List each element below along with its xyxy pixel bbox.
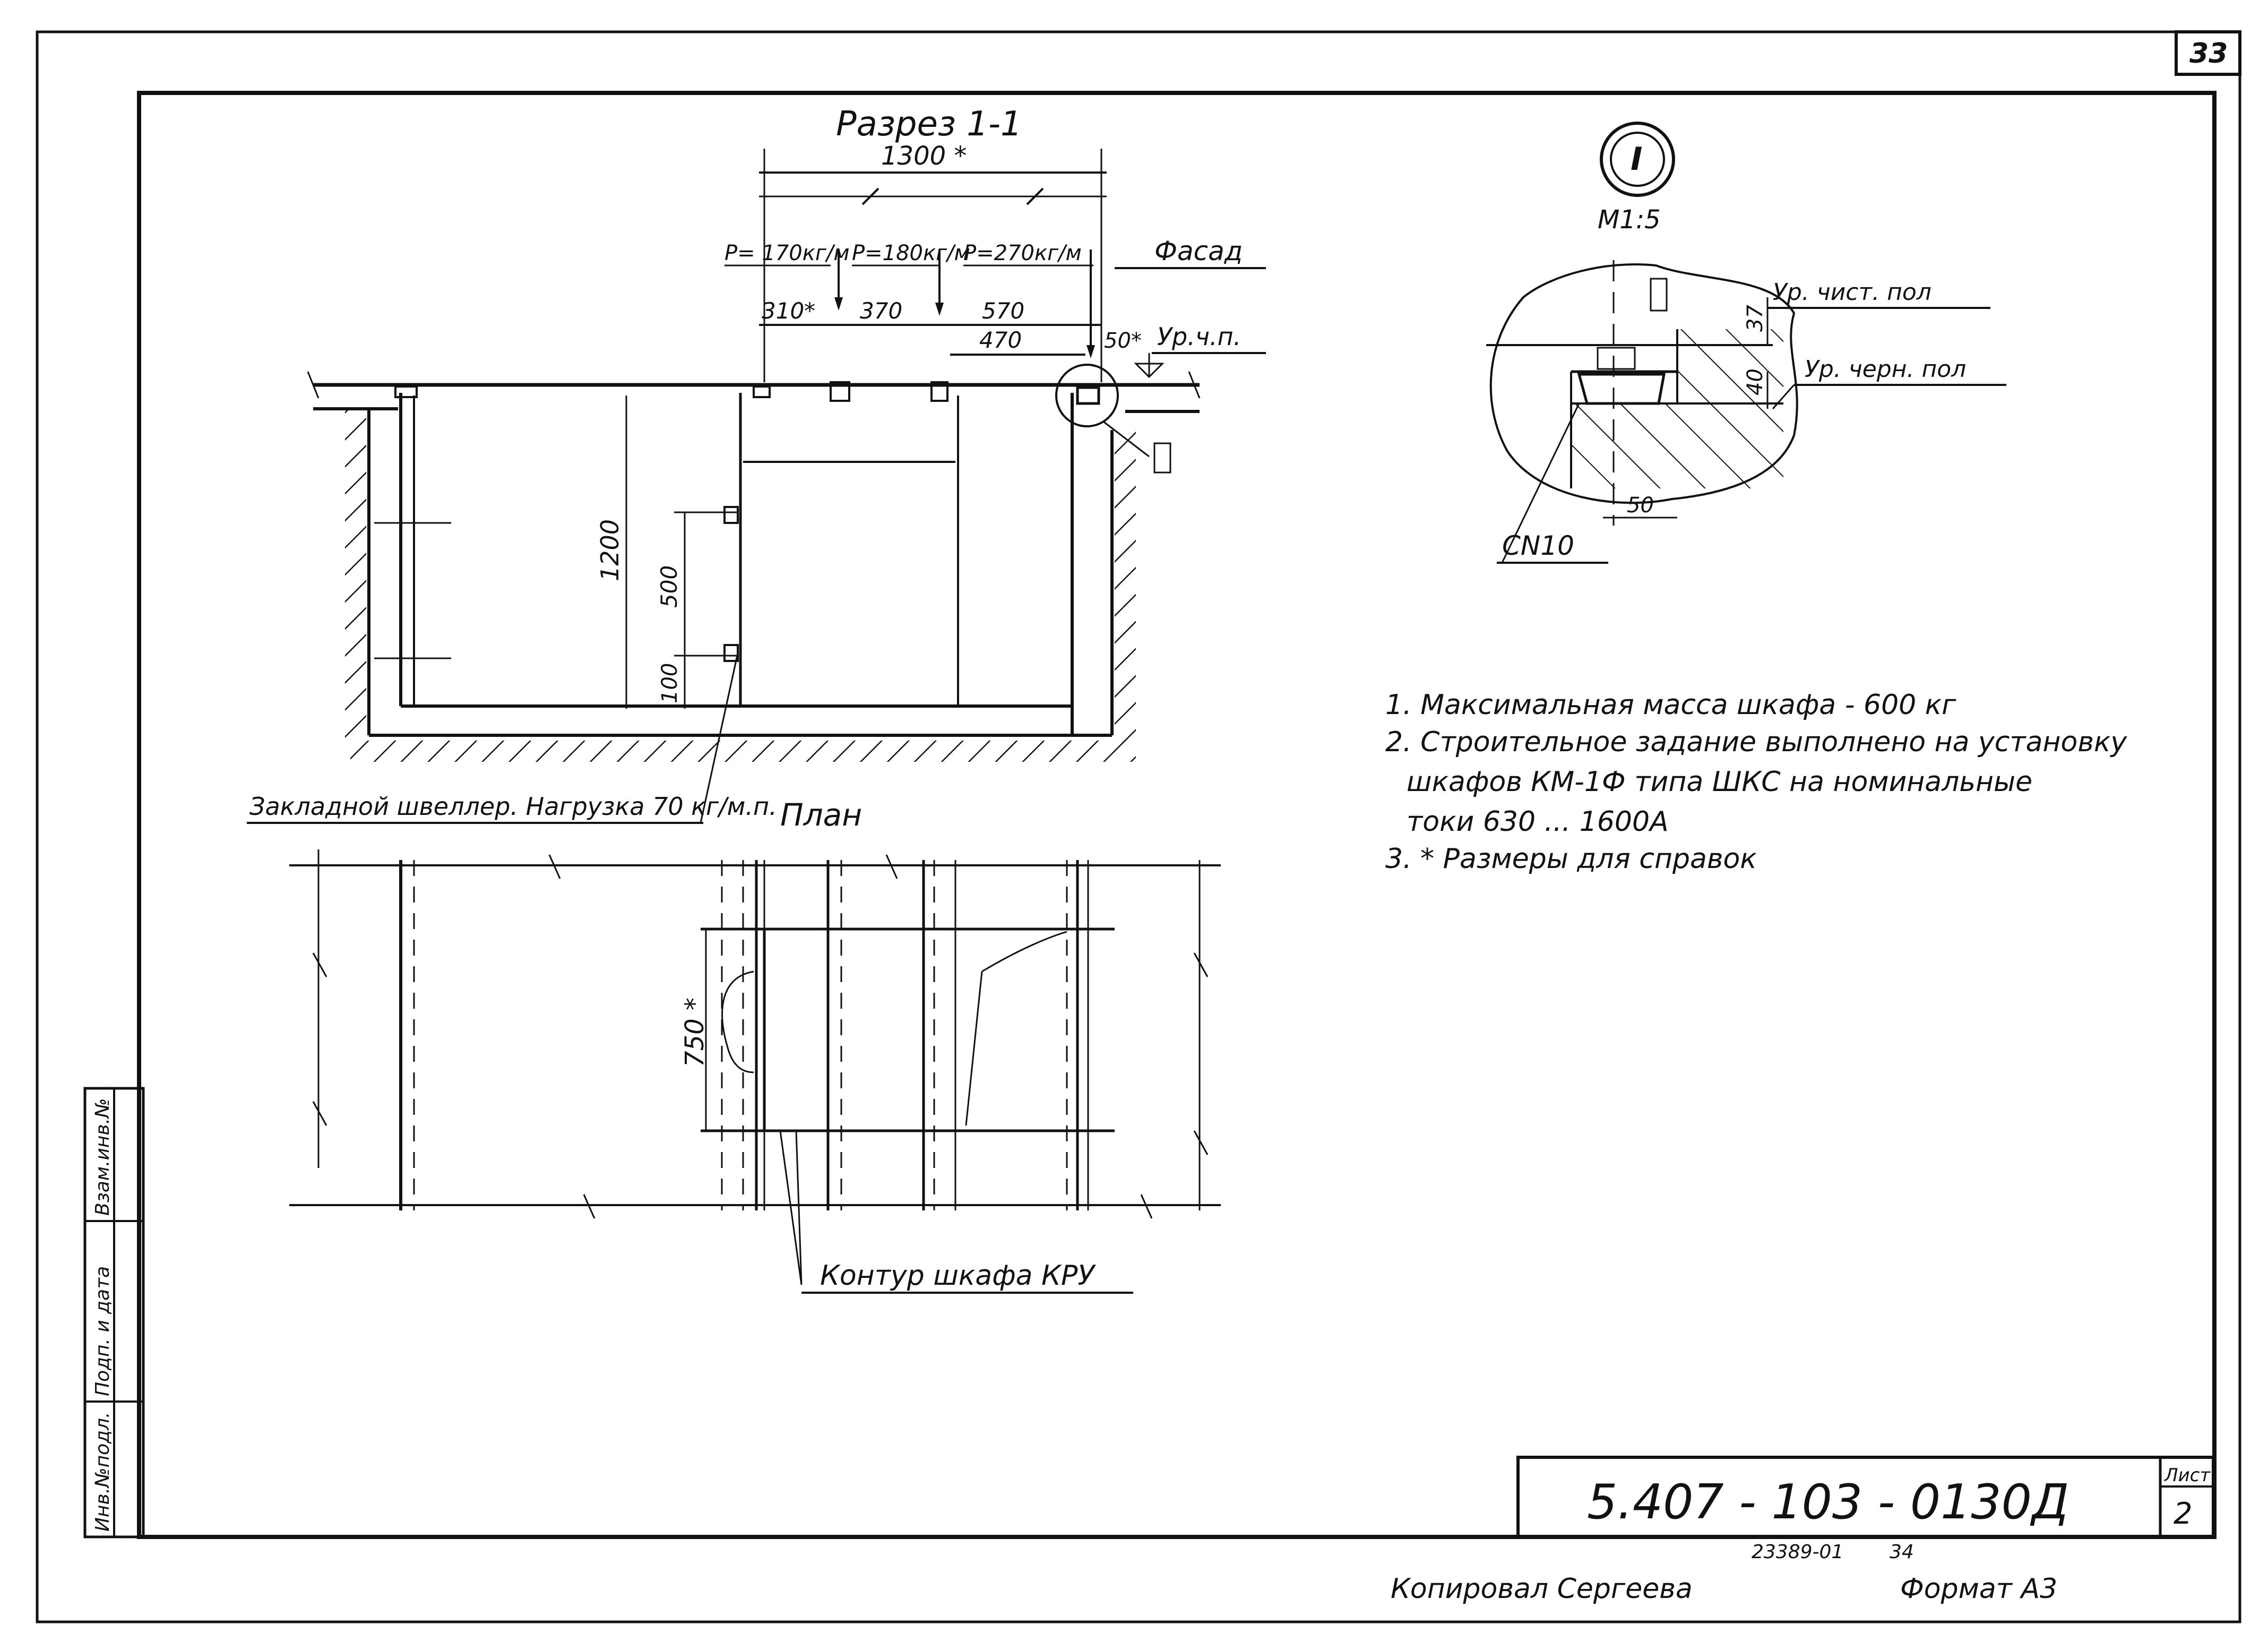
page-number: 33 bbox=[2189, 38, 2228, 70]
stamp-replace-inv: Взам.инв.№ bbox=[92, 1098, 114, 1216]
plan-view: 750 * bbox=[289, 849, 1221, 1219]
format-label: Формат А3 bbox=[1900, 1573, 2057, 1605]
sheet-label: Лист bbox=[2163, 1465, 2211, 1486]
embedded-channel-text: Закладной швеллер. Нагрузка 70 кг/м.п. bbox=[249, 792, 777, 821]
vertical-dimensions: 1200 500 100 bbox=[596, 396, 739, 709]
note-2-cont-1: шкафов КМ-1Ф типа ШКС на номинальные bbox=[1407, 766, 2032, 798]
channel-label: СN10 bbox=[1502, 530, 1574, 561]
notes: 1. Максимальная масса шкафа - 600 кг 2. … bbox=[1385, 689, 2127, 875]
section-overall-dim: 1300 * bbox=[881, 141, 967, 171]
load-label-3: Р=270кг/м bbox=[963, 241, 1082, 265]
detail-labels: Ур. чист. пол Ур. черн. пол СN10 bbox=[1497, 279, 2006, 564]
load-label-2: Р=180кг/м bbox=[852, 241, 970, 265]
sheet-frame bbox=[36, 30, 2241, 1623]
detail-drawing: 37 40 50 bbox=[1486, 260, 1798, 526]
dim-470: 470 bbox=[979, 327, 1022, 353]
rough-floor-label: Ур. черн. пол bbox=[1805, 356, 1966, 383]
cable-pit-section bbox=[307, 364, 1201, 762]
dim-570: 570 bbox=[982, 298, 1024, 324]
dim-750: 750 * bbox=[680, 998, 710, 1067]
dim-310: 310* bbox=[762, 298, 815, 324]
archive-number: 23389-01 bbox=[1752, 1541, 1843, 1563]
clean-floor-label: Ур. чист. пол bbox=[1773, 279, 1931, 306]
detail-dim-37: 37 bbox=[1743, 305, 1767, 332]
detail-mark: I bbox=[1600, 122, 1675, 197]
height-100: 100 bbox=[658, 663, 682, 703]
scale-label: М1:5 bbox=[1598, 205, 1661, 235]
embedded-channel-label: Закладной швеллер. Нагрузка 70 кг/м.п. bbox=[247, 652, 777, 824]
dim-50: 50* bbox=[1104, 329, 1142, 353]
archive-sub: 34 bbox=[1890, 1541, 1914, 1563]
sheet-number: 2 bbox=[2174, 1497, 2193, 1531]
document-code: 5.407 - 103 - 0130Д bbox=[1587, 1474, 2069, 1530]
dimensions-row: 310* 370 570 470 50* Ур.ч.п. bbox=[759, 298, 1266, 379]
side-stamp: Инв.№подл. Подп. и дата Взам.инв.№ bbox=[83, 1087, 145, 1539]
load-labels: Р= 170кг/м Р=180кг/м Р=270кг/м bbox=[725, 241, 1095, 358]
footer: 23389-01 34 Копировал Сергеева Формат А3 bbox=[1391, 1541, 2057, 1605]
facade-label: Фасад bbox=[1154, 236, 1243, 267]
floor-level-short: Ур.ч.п. bbox=[1157, 322, 1241, 351]
stamp-sign-date: Подп. и дата bbox=[92, 1266, 114, 1396]
section-title: Разрез 1-1 bbox=[836, 105, 1022, 144]
contour-label: Контур шкафа КРУ bbox=[779, 1130, 1133, 1294]
copied-by: Копировал Сергеева bbox=[1391, 1573, 1693, 1605]
detail-dim-50: 50 bbox=[1627, 493, 1654, 518]
detail-dim-40: 40 bbox=[1743, 368, 1767, 396]
contour-label-text: Контур шкафа КРУ bbox=[820, 1260, 1096, 1292]
section-title-text: Разрез 1-1 bbox=[836, 105, 1022, 144]
note-3: 3. * Размеры для справок bbox=[1385, 843, 1757, 875]
height-500: 500 bbox=[656, 565, 682, 608]
dim-370: 370 bbox=[860, 298, 902, 324]
height-1200: 1200 bbox=[596, 519, 624, 581]
plan-title: План bbox=[780, 797, 862, 833]
title-block: 5.407 - 103 - 0130Д Лист 2 bbox=[1516, 1456, 2215, 1539]
stamp-inv-no: Инв.№подл. bbox=[92, 1412, 114, 1532]
detail-mark-text: I bbox=[1631, 141, 1642, 178]
load-label-1: Р= 170кг/м bbox=[725, 241, 850, 265]
note-2: 2. Строительное задание выполнено на уст… bbox=[1385, 726, 2127, 758]
note-1: 1. Максимальная масса шкафа - 600 кг bbox=[1385, 689, 1956, 721]
note-2-cont-2: токи 630 ... 1600А bbox=[1407, 806, 1669, 838]
